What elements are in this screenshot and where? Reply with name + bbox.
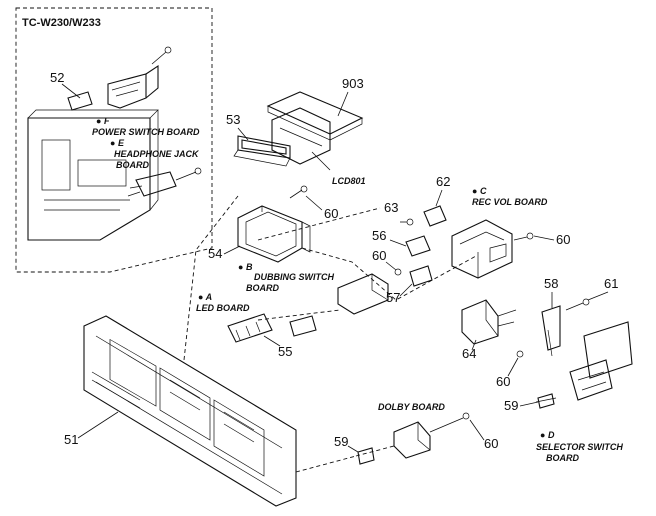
lcd-assembly xyxy=(233,91,364,171)
label-power-switch-board: POWER SWITCH BOARD xyxy=(92,127,200,137)
part-number-51: 51 xyxy=(64,432,78,447)
label-dubbing-switch-line2: BOARD xyxy=(246,283,279,293)
inset-headphone-jack-board xyxy=(127,167,202,197)
inset-model-label: TC-W230/W233 xyxy=(22,17,101,29)
part-number-63: 63 xyxy=(384,200,398,215)
marker-b: ● B xyxy=(238,262,253,272)
label-lcd801: LCD801 xyxy=(332,176,366,186)
part-number-53: 53 xyxy=(226,112,240,127)
wiring xyxy=(183,195,477,361)
marker-a-letter: A xyxy=(205,292,213,302)
dubbing-switch-bracket xyxy=(237,185,311,263)
main-front-panel xyxy=(83,315,297,507)
part-number-52: 52 xyxy=(50,70,64,85)
rec-vol-board xyxy=(400,205,534,279)
part-number-60-c: 60 xyxy=(372,248,386,263)
model-inset: TC-W230/W233 52 ● F P xyxy=(15,7,213,273)
label-selector-switch-line1: SELECTOR SWITCH xyxy=(536,442,623,452)
label-led-board: LED BOARD xyxy=(196,303,250,313)
marker-f-letter: F xyxy=(104,116,110,126)
part-number-60-d: 60 xyxy=(496,374,510,389)
inset-front-panel xyxy=(27,109,159,241)
part-number-903: 903 xyxy=(342,76,364,91)
marker-c-letter: C xyxy=(480,186,487,196)
part-number-59-a: 59 xyxy=(504,398,518,413)
part-number-58: 58 xyxy=(544,276,558,291)
marker-e: ● E xyxy=(110,138,125,148)
part-number-56: 56 xyxy=(372,228,386,243)
part-number-60-a: 60 xyxy=(324,206,338,221)
marker-e-letter: E xyxy=(118,138,125,148)
marker-d: ● D xyxy=(540,430,555,440)
part-number-60-e: 60 xyxy=(484,436,498,451)
marker-d-letter: D xyxy=(548,430,555,440)
part-number-59-b: 59 xyxy=(334,434,348,449)
marker-b-letter: B xyxy=(246,262,253,272)
part-number-64: 64 xyxy=(462,346,476,361)
part-number-62: 62 xyxy=(436,174,450,189)
dolby-board xyxy=(295,412,470,473)
label-headphone-jack-line1: HEADPHONE JACK xyxy=(114,149,200,159)
marker-a: ● A xyxy=(198,292,212,302)
marker-c: ● C xyxy=(472,186,487,196)
selector-assembly xyxy=(461,298,633,409)
part-number-61: 61 xyxy=(604,276,618,291)
label-selector-switch-line2: BOARD xyxy=(546,453,579,463)
part-number-55: 55 xyxy=(278,344,292,359)
part-number-60-b: 60 xyxy=(556,232,570,247)
part-number-54: 54 xyxy=(208,246,222,261)
marker-f: ● F xyxy=(96,116,110,126)
label-dolby-board: DOLBY BOARD xyxy=(378,402,445,412)
label-headphone-jack-line2: BOARD xyxy=(116,160,149,170)
label-rec-vol-board: REC VOL BOARD xyxy=(472,197,548,207)
label-dubbing-switch-line1: DUBBING SWITCH xyxy=(254,272,334,282)
led-board xyxy=(227,313,317,343)
connector-57 xyxy=(337,265,433,315)
inset-power-switch-board xyxy=(67,46,172,111)
part-number-57: 57 xyxy=(386,290,400,305)
